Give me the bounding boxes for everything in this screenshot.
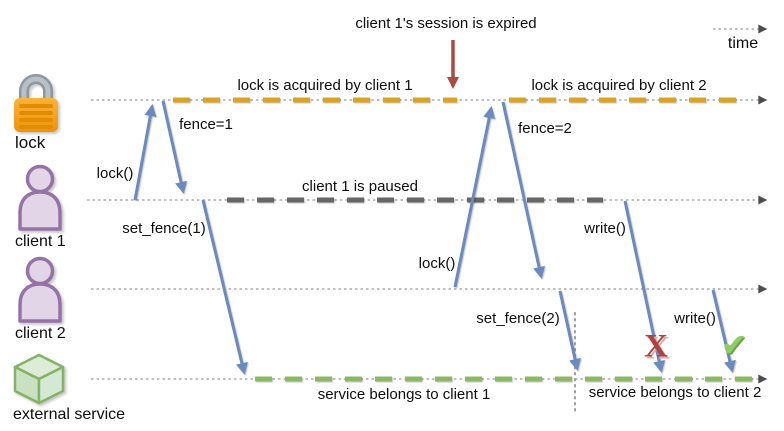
fence2-label: fence=2: [518, 120, 572, 137]
session-expired-note: client 1's session is expired: [355, 15, 537, 32]
lock1-label: lock(): [96, 165, 134, 182]
lock1-request-arrow: [133, 104, 157, 201]
lock2-label: lock(): [418, 255, 456, 272]
client2-person-icon: [18, 256, 62, 323]
fence1-label: fence=1: [179, 116, 233, 133]
write-fail-label: write(): [584, 220, 626, 237]
write-accepted-icon: ✔: [720, 327, 748, 363]
write-fail-arrow: [623, 200, 665, 373]
lock-acquired-client2-label: lock is acquired by client 2: [531, 77, 707, 94]
time-label: time: [727, 35, 759, 52]
fence1-response-arrow: [161, 100, 187, 194]
service-actor-label: external service: [13, 406, 126, 423]
fence2-response-arrow: [501, 101, 545, 279]
write-rejected-icon: X: [644, 328, 668, 365]
service-belongs-client1-label: service belongs to client 1: [317, 386, 491, 403]
set-fence2-label: set_fence(2): [476, 310, 560, 327]
write-ok-label: write(): [674, 310, 716, 327]
set-fence1-label: set_fence(1): [122, 220, 206, 237]
client1-paused-label: client 1 is paused: [302, 178, 418, 195]
set-fence2-arrow: [558, 290, 581, 371]
set-fence1-arrow: [201, 199, 248, 375]
lock2-request-arrow: [453, 106, 496, 288]
client2-actor-label: client 2: [15, 325, 66, 342]
write-ok-arrow: [711, 289, 736, 373]
padlock-icon: [14, 74, 58, 132]
service-belongs-client2-label: service belongs to client 2: [588, 384, 762, 401]
client1-person-icon: [18, 164, 62, 231]
external-service-cube-icon: [13, 353, 65, 405]
client1-actor-label: client 1: [15, 233, 66, 250]
lock-actor-label: lock: [15, 133, 46, 152]
lock-acquired-client1-label: lock is acquired by client 1: [237, 77, 413, 94]
